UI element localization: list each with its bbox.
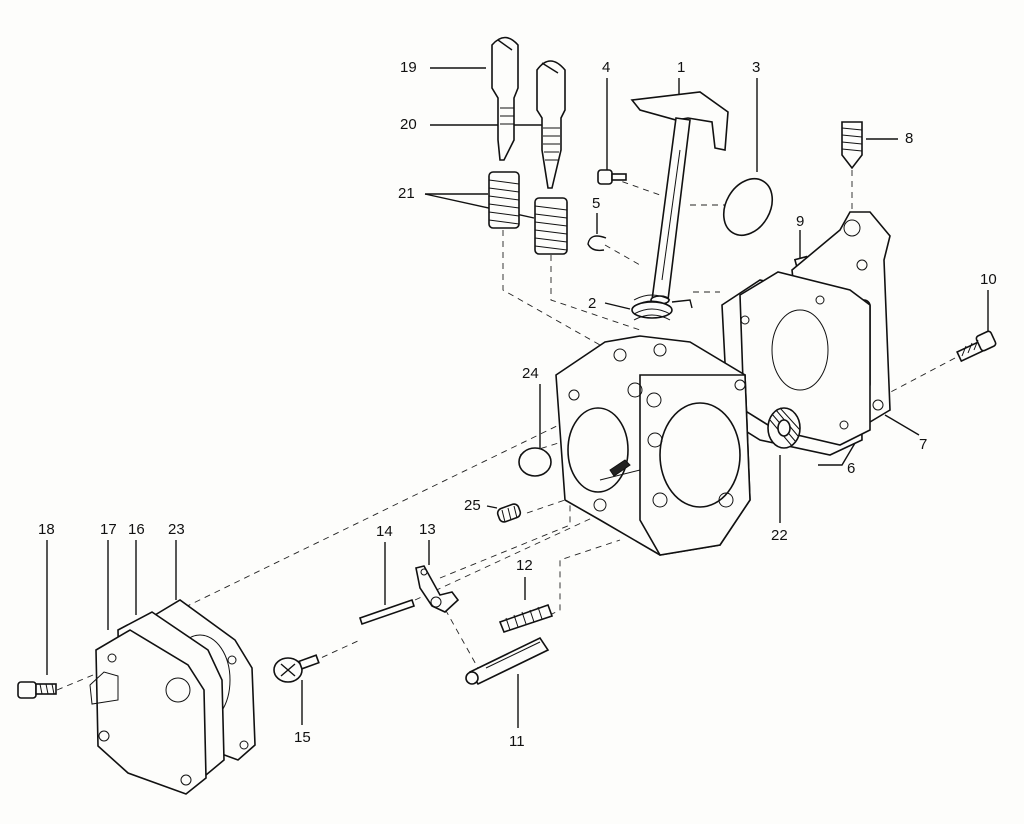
- label-24: 24: [522, 365, 539, 382]
- leader-lines: [46, 67, 989, 728]
- carburetor-body: [555, 335, 751, 556]
- label-20: 20: [400, 116, 417, 133]
- label-23: 23: [168, 521, 185, 538]
- label-11: 11: [509, 733, 525, 750]
- label-16: 16: [128, 521, 145, 538]
- label-9: 9: [796, 213, 805, 230]
- part-24-plug: [518, 447, 552, 477]
- label-8: 8: [905, 130, 914, 147]
- part-5-clip: [587, 235, 607, 252]
- part-11-needle: [465, 636, 550, 686]
- label-18: 18: [38, 521, 55, 538]
- part-13-lever: [415, 565, 460, 613]
- part-1-throttle-shaft: [630, 91, 729, 305]
- label-4: 4: [602, 59, 611, 76]
- part-17-cover: [89, 629, 207, 795]
- part-25-fitting: [496, 503, 522, 523]
- part-15-screw: [273, 654, 320, 683]
- part-22-knurled-screw: [767, 407, 801, 449]
- part-20-mixture-screw: [536, 60, 566, 189]
- label-12: 12: [516, 557, 533, 574]
- label-7: 7: [919, 436, 928, 453]
- part-14-pin: [358, 598, 416, 626]
- label-5: 5: [592, 195, 601, 212]
- part-10-screw: [956, 330, 997, 363]
- part-4-screw: [597, 169, 627, 185]
- label-15: 15: [294, 729, 311, 746]
- part-19-idle-screw: [491, 36, 519, 161]
- label-2: 2: [588, 295, 597, 312]
- label-6: 6: [847, 460, 856, 477]
- label-25: 25: [464, 497, 481, 514]
- part-3-throttle-plate: [722, 177, 774, 237]
- part-18-screw: [17, 681, 57, 699]
- label-13: 13: [419, 521, 436, 538]
- part-2-return-spring: [631, 294, 693, 321]
- part-6-gaskets: [721, 271, 871, 456]
- part-12-spring: [498, 603, 554, 633]
- label-21: 21: [398, 185, 415, 202]
- label-19: 19: [400, 59, 417, 76]
- label-14: 14: [376, 523, 393, 540]
- label-22: 22: [771, 527, 788, 544]
- label-17: 17: [100, 521, 117, 538]
- part-8-screw: [841, 121, 863, 170]
- label-3: 3: [752, 59, 761, 76]
- part-21-springs: [488, 171, 568, 255]
- label-1: 1: [677, 59, 686, 76]
- label-10: 10: [980, 271, 997, 288]
